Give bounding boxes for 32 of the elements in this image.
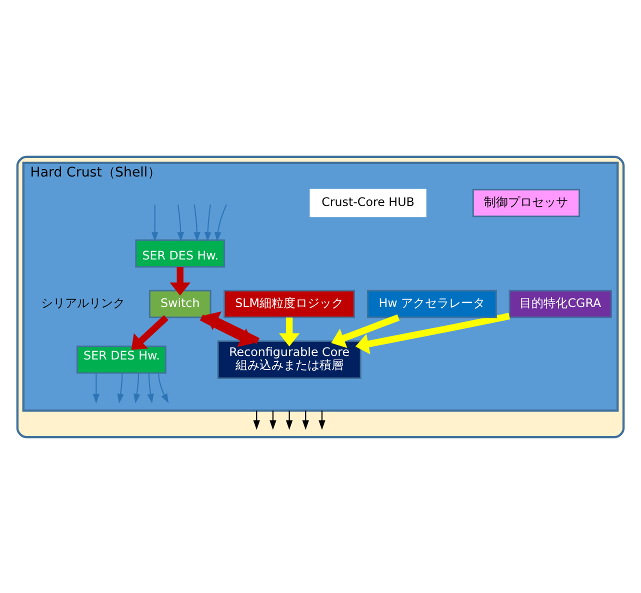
node-label: シリアルリンク xyxy=(40,295,125,310)
arrow xyxy=(158,372,169,403)
node-box: 目的特化CGRA xyxy=(508,289,612,318)
arrow xyxy=(200,314,254,347)
arrow xyxy=(194,204,200,242)
arrow xyxy=(286,410,293,430)
node-box: 制御プロセッサ xyxy=(472,188,580,217)
arrow xyxy=(170,266,191,296)
arrow xyxy=(117,372,124,404)
arrow xyxy=(302,410,310,430)
arrow xyxy=(92,372,100,404)
arrow xyxy=(278,317,300,346)
arrow xyxy=(131,314,168,350)
node-box: Hw アクセラレータ xyxy=(366,289,497,318)
arrow xyxy=(177,204,184,242)
arrow xyxy=(318,410,326,430)
node-box: SLM細粒度ロジック xyxy=(224,289,356,318)
arrow xyxy=(134,372,140,404)
arrow xyxy=(270,410,276,430)
arrow xyxy=(204,204,212,242)
arrow xyxy=(151,204,158,242)
arrow xyxy=(147,372,154,404)
node-box: Reconfigurable Core 組み込みまたは積層 xyxy=(217,340,362,378)
node-box: Crust-Core HUB xyxy=(310,188,426,217)
node-box: SER DES Hw. xyxy=(76,345,166,374)
arrow xyxy=(331,314,400,348)
arrow xyxy=(205,310,260,344)
arrow xyxy=(253,410,260,430)
arrow xyxy=(214,204,227,242)
node-box: Switch xyxy=(148,289,212,318)
arrow xyxy=(355,312,510,354)
node-box: SER DES Hw. xyxy=(135,238,226,268)
